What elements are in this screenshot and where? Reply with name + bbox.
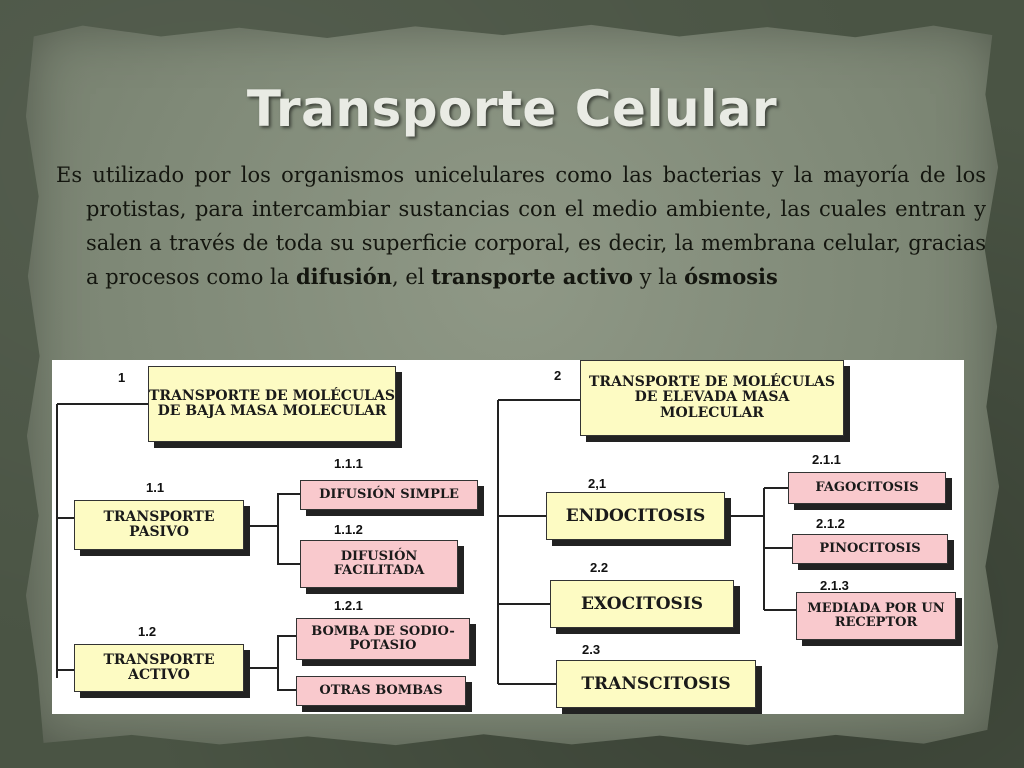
- connector-1-1-branch: [244, 493, 300, 565]
- node-transcytosis: TRANSCITOSIS: [556, 660, 756, 708]
- number-1-1-1: 1.1.1: [334, 456, 363, 471]
- number-1: 1: [118, 370, 126, 385]
- node-facilitated-diffusion: DIFUSIÓN FACILITADA: [300, 540, 458, 588]
- node-sodium-potassium-pump: BOMBA DE SODIO-POTASIO: [296, 618, 470, 660]
- paragraph-text-1: Es utilizado por los organismos unicelul…: [56, 163, 986, 289]
- paragraph-text-2: , el: [391, 265, 432, 289]
- number-2-1-1: 2.1.1: [812, 452, 841, 467]
- node-phagocytosis: FAGOCITOSIS: [788, 472, 946, 504]
- slide-title: Transporte Celular: [246, 80, 778, 138]
- number-2-2: 2.2: [590, 560, 609, 575]
- number-2: 2: [554, 368, 562, 383]
- number-1-2-1: 1.2.1: [334, 598, 363, 613]
- paragraph-bold-difusion: difusión: [295, 264, 392, 289]
- number-2-1-2: 2.1.2: [816, 516, 845, 531]
- paragraph-bold-osmosis: ósmosis: [684, 264, 778, 289]
- node-low-mass-transport: TRANSPORTE DE MOLÉCULAS DE BAJA MASA MOL…: [148, 366, 396, 442]
- paragraph-bold-transporte-activo: transporte activo: [431, 264, 634, 289]
- node-pinocytosis: PINOCITOSIS: [792, 534, 948, 564]
- paragraph-text-3: y la: [633, 265, 685, 289]
- node-receptor-mediated: MEDIADA POR UN RECEPTOR: [796, 592, 956, 640]
- number-2-3: 2.3: [582, 642, 601, 657]
- connector-1-2-branch: [244, 635, 296, 691]
- number-2-1: 2,1: [588, 476, 607, 491]
- node-passive-transport: TRANSPORTE PASIVO: [74, 500, 244, 550]
- connector-2-1-branch: [725, 487, 796, 611]
- number-1-1: 1.1: [146, 480, 165, 495]
- number-1-2: 1.2: [138, 624, 157, 639]
- node-high-mass-transport: TRANSPORTE DE MOLÉCULAS DE ELEVADA MASA …: [580, 360, 844, 436]
- number-1-1-2: 1.1.2: [334, 522, 363, 537]
- node-other-pumps: OTRAS BOMBAS: [296, 676, 466, 706]
- connector-lines: [56, 399, 796, 691]
- node-endocytosis: ENDOCITOSIS: [546, 492, 725, 540]
- transport-diagram: 1 1.1 1.1.1 1.1.2 1.2 1.2.1 2 2,1 2.1.1 …: [52, 360, 964, 714]
- node-simple-diffusion: DIFUSIÓN SIMPLE: [300, 480, 478, 510]
- node-active-transport: TRANSPORTE ACTIVO: [74, 644, 244, 692]
- number-2-1-3: 2.1.3: [820, 578, 849, 593]
- node-exocytosis: EXOCITOSIS: [550, 580, 734, 628]
- body-paragraph: Es utilizado por los organismos unicelul…: [56, 158, 986, 294]
